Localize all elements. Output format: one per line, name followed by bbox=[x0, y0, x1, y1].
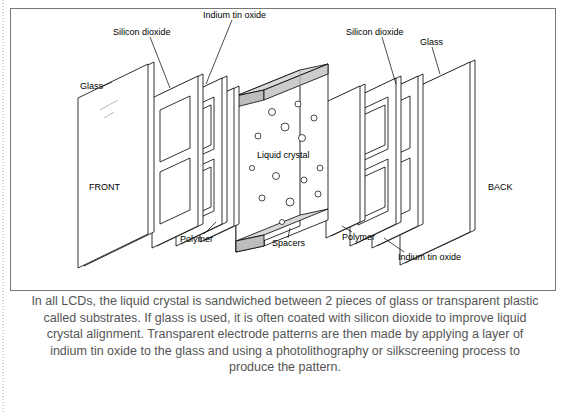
bubble bbox=[273, 173, 280, 180]
part-label: Silicon dioxide bbox=[346, 27, 404, 37]
bubble bbox=[317, 165, 323, 171]
part-label: Glass bbox=[420, 37, 443, 47]
bubble bbox=[311, 115, 317, 121]
spacer bbox=[264, 64, 328, 100]
polymer-plate bbox=[326, 86, 360, 238]
part-label: BACK bbox=[488, 182, 513, 192]
leader-line bbox=[384, 238, 404, 252]
leader-line bbox=[382, 37, 396, 84]
spacer bbox=[236, 209, 328, 241]
electrode-pattern bbox=[160, 96, 190, 162]
spacer bbox=[236, 90, 264, 107]
part-label: FRONT bbox=[89, 182, 120, 192]
bubble bbox=[315, 191, 321, 197]
leader-line bbox=[150, 37, 170, 88]
figure-caption: In all LCDs, the liquid crystal is sandw… bbox=[30, 293, 540, 376]
bubble bbox=[280, 220, 285, 225]
spacer bbox=[236, 235, 264, 252]
figure-frame bbox=[11, 9, 556, 291]
cell-edge bbox=[300, 70, 301, 215]
leader-line bbox=[432, 47, 440, 74]
bubble bbox=[259, 195, 265, 201]
leader-line bbox=[288, 228, 290, 238]
bubble bbox=[269, 109, 276, 116]
leader-line bbox=[342, 226, 352, 232]
page-rule bbox=[3, 0, 4, 412]
glass-plate bbox=[78, 64, 148, 268]
part-label: Spacers bbox=[272, 238, 305, 248]
part-label: Polymer bbox=[180, 234, 213, 244]
bubble bbox=[286, 198, 294, 206]
bubble bbox=[299, 135, 306, 142]
electrode-pattern bbox=[160, 158, 190, 224]
part-label: Indium tin oxide bbox=[398, 252, 461, 262]
part-label: Polymer bbox=[342, 232, 375, 242]
crystal-bubbles bbox=[250, 101, 324, 225]
part-label: Liquid crystal bbox=[257, 150, 310, 160]
bubble bbox=[295, 101, 301, 107]
part-label: Glass bbox=[80, 81, 103, 91]
layer-stack bbox=[78, 60, 475, 268]
oxide-plate bbox=[152, 76, 198, 248]
bubble bbox=[301, 177, 307, 183]
glass-glint bbox=[100, 100, 118, 110]
bubble bbox=[255, 133, 261, 139]
bubble bbox=[250, 166, 255, 171]
glass-glint bbox=[104, 112, 114, 118]
leader-lines bbox=[101, 20, 440, 252]
part-label: Indium tin oxide bbox=[203, 10, 266, 20]
bubble bbox=[281, 123, 289, 131]
leader-line bbox=[206, 20, 232, 84]
leader-line bbox=[204, 222, 216, 234]
part-label: Silicon dioxide bbox=[113, 27, 171, 37]
